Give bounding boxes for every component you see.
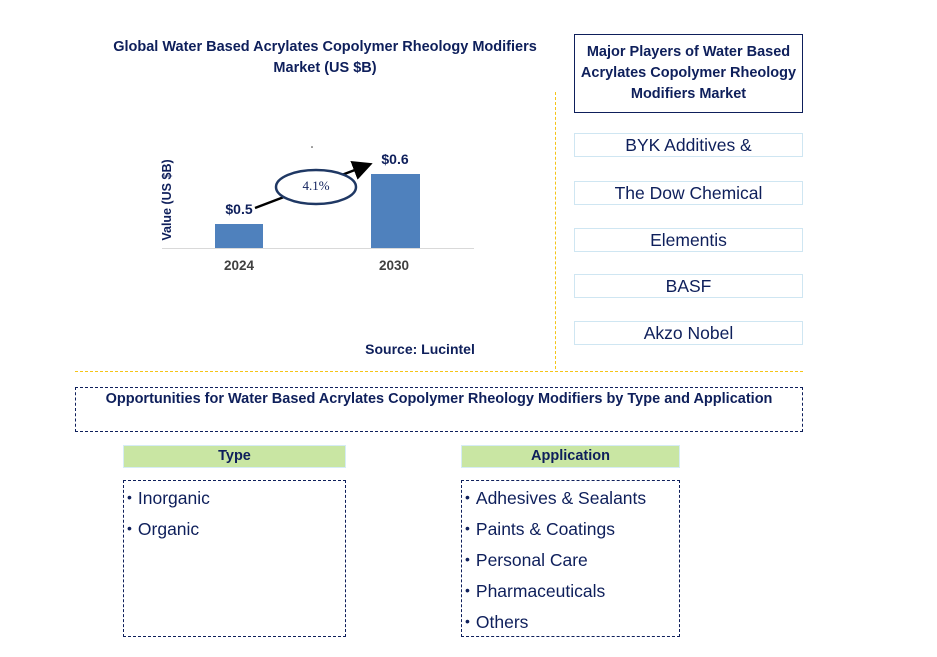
list-item: Inorganic bbox=[127, 483, 345, 514]
application-list: Adhesives & Sealants Paints & Coatings P… bbox=[461, 480, 680, 637]
list-item: Personal Care bbox=[465, 545, 679, 576]
source-label: Source: Lucintel bbox=[365, 341, 475, 357]
x-tick-2030: 2030 bbox=[378, 258, 410, 273]
list-item: Adhesives & Sealants bbox=[465, 483, 679, 514]
player-item: The Dow Chemical bbox=[574, 181, 803, 205]
player-item: Akzo Nobel bbox=[574, 321, 803, 345]
chart-title: Global Water Based Acrylates Copolymer R… bbox=[113, 39, 537, 76]
player-item: Elementis bbox=[574, 228, 803, 252]
player-item: BASF bbox=[574, 274, 803, 298]
type-list: Inorganic Organic bbox=[123, 480, 346, 637]
vertical-divider bbox=[555, 92, 556, 369]
bar-value-label-2024: $0.5 bbox=[225, 201, 253, 217]
bar-2024 bbox=[215, 224, 263, 248]
opportunities-title: Opportunities for Water Based Acrylates … bbox=[75, 387, 803, 432]
horizontal-divider bbox=[75, 371, 803, 372]
type-header: Type bbox=[123, 445, 346, 468]
application-header: Application bbox=[461, 445, 680, 468]
bar-value-label-2030: $0.6 bbox=[381, 151, 409, 167]
cagr-label: 4.1% bbox=[302, 178, 330, 193]
list-item: Paints & Coatings bbox=[465, 514, 679, 545]
list-item: Pharmaceuticals bbox=[465, 576, 679, 607]
x-axis-line bbox=[162, 248, 474, 249]
x-tick-2024: 2024 bbox=[223, 258, 255, 273]
player-item: BYK Additives & bbox=[574, 133, 803, 157]
bar-2030 bbox=[371, 174, 420, 248]
cagr-arrow-icon bbox=[254, 146, 373, 210]
list-item: Organic bbox=[127, 514, 345, 545]
players-title: Major Players of Water Based Acrylates C… bbox=[574, 34, 803, 113]
list-item: Others bbox=[465, 607, 679, 638]
